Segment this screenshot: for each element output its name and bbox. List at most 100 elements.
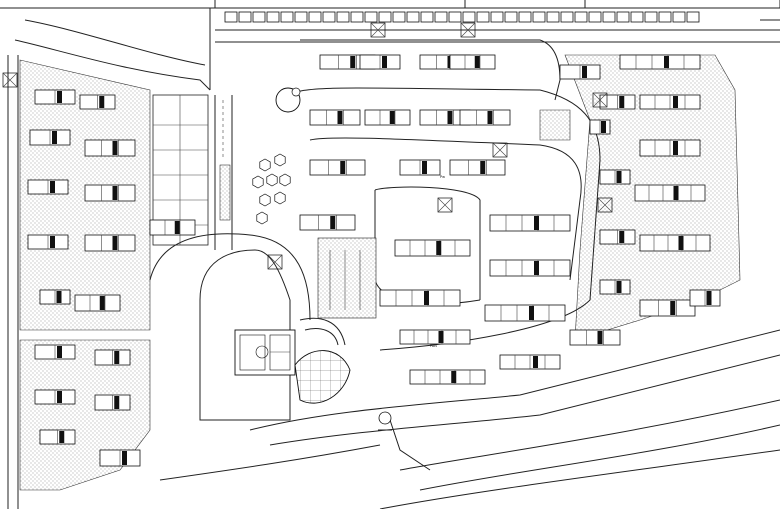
left-landscape (19, 59, 151, 491)
strip-building (280, 11, 294, 23)
strip-building (462, 11, 476, 23)
residential-building (484, 304, 566, 322)
residential-building (634, 184, 706, 202)
residential-building (39, 429, 76, 445)
residential-building (394, 239, 471, 257)
central-plaza (317, 237, 377, 319)
strip-building (392, 11, 406, 23)
residential-building (399, 159, 441, 176)
strip-building (518, 11, 532, 23)
residential-building (27, 179, 69, 195)
residential-building (99, 449, 141, 467)
top-boundary (0, 0, 780, 90)
cross-marker (2, 72, 18, 88)
label-a: Pw (440, 175, 445, 179)
feature-markers (2, 22, 613, 270)
residential-building (379, 289, 461, 307)
residential-building (449, 159, 506, 176)
residential-building (639, 139, 701, 157)
residential-building (34, 344, 76, 360)
residential-building (599, 229, 636, 245)
residential-building (34, 89, 76, 105)
strip-building (658, 11, 672, 23)
residential-building (34, 389, 76, 405)
bottom-roads (159, 329, 780, 509)
residential-building (419, 109, 471, 126)
strip-building (448, 11, 462, 23)
bridge (378, 411, 392, 431)
residential-building (409, 369, 486, 385)
strip-building (294, 11, 308, 23)
left-road (7, 19, 211, 509)
label-b: PAN (430, 344, 437, 348)
cross-marker (370, 22, 386, 38)
strip-building (686, 11, 700, 23)
top-building-strip (224, 11, 700, 23)
residential-building (359, 54, 401, 70)
residential-building (84, 139, 136, 157)
strip-building (350, 11, 364, 23)
residential-building (94, 349, 131, 366)
hexagon-pavilion (274, 191, 286, 205)
residential-building (29, 129, 71, 146)
residential-building (639, 234, 711, 252)
residential-building (364, 109, 411, 126)
vertical-access-road (214, 95, 233, 250)
residential-building (309, 159, 366, 176)
hexagon-pavilions (252, 153, 291, 225)
strip-building (238, 11, 252, 23)
hexagon-pavilion (259, 193, 271, 207)
strip-building (602, 11, 616, 23)
strip-building (364, 11, 378, 23)
strip-building (574, 11, 588, 23)
strip-building (616, 11, 630, 23)
residential-building (639, 94, 701, 110)
cross-marker (597, 197, 613, 213)
round-feature (275, 87, 301, 113)
residential-building (39, 289, 71, 305)
residential-building (599, 169, 631, 185)
residential-building (79, 94, 116, 110)
strip-building (266, 11, 280, 23)
hexagon-pavilion (279, 173, 291, 187)
fan-pavilion (294, 317, 351, 404)
residential-building (499, 354, 561, 370)
strip-building (378, 11, 392, 23)
strip-building (476, 11, 490, 23)
residential-building (309, 109, 361, 126)
residential-building (74, 294, 121, 312)
hexagon-pavilion (256, 211, 268, 225)
residential-building (489, 214, 571, 232)
strip-building (490, 11, 504, 23)
residential-building (599, 94, 636, 110)
strip-building (546, 11, 560, 23)
residential-building (84, 234, 136, 252)
strip-building (630, 11, 644, 23)
residential-building (599, 279, 631, 295)
residential-building (639, 299, 696, 317)
cross-marker (437, 197, 453, 213)
residential-building (589, 119, 611, 135)
cross-marker (592, 92, 608, 108)
residential-building (449, 54, 496, 70)
strip-building (308, 11, 322, 23)
residential-building (559, 64, 601, 80)
strip-building (406, 11, 420, 23)
strip-building (532, 11, 546, 23)
residential-building (459, 109, 511, 126)
strip-building (252, 11, 266, 23)
hexagon-pavilion (266, 173, 278, 187)
strip-building (434, 11, 448, 23)
strip-building (588, 11, 602, 23)
cross-marker (460, 22, 476, 38)
hexagon-pavilion (274, 153, 286, 167)
clubhouse (149, 233, 311, 421)
strip-building (336, 11, 350, 23)
strip-building (420, 11, 434, 23)
residential-building (149, 219, 196, 236)
cross-marker (267, 254, 283, 270)
residential-building (94, 394, 131, 411)
residential-building (569, 329, 621, 346)
strip-building (322, 11, 336, 23)
